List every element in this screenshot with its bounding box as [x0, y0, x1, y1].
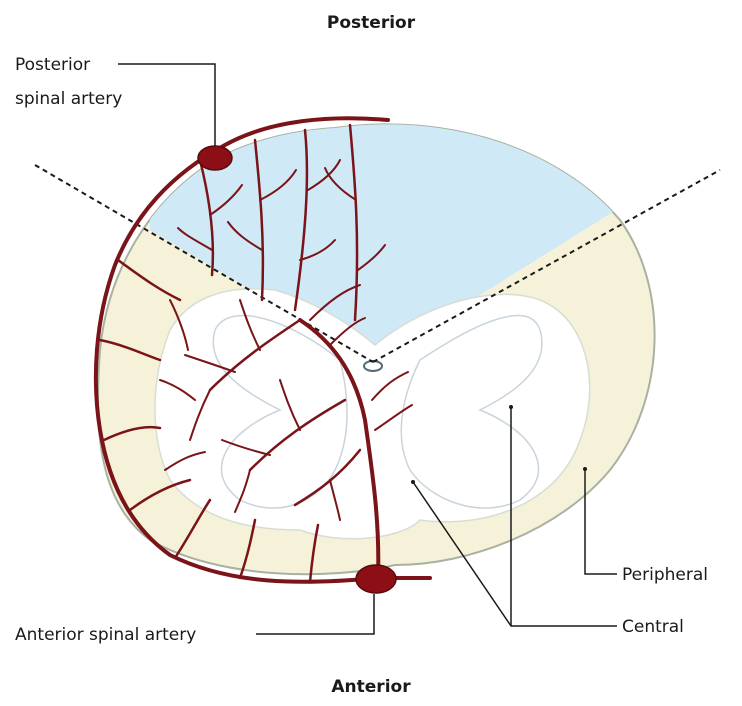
anterior-spinal-artery-node [356, 565, 396, 593]
anterior-label: Anterior [331, 677, 411, 697]
peripheral-label: Peripheral [622, 565, 708, 585]
posterior-spinal-artery-label-line1: Posterior [15, 55, 90, 75]
central-pointer-dot [509, 405, 513, 409]
peripheral-pointer-dot [583, 467, 587, 471]
posterior-spinal-artery-node [198, 146, 232, 170]
posterior-label: Posterior [327, 13, 416, 33]
posterior-spinal-artery-label-line2: spinal artery [15, 89, 122, 109]
anterior-spinal-artery-label: Anterior spinal artery [15, 625, 196, 645]
posterior-spinal-artery-leader [118, 64, 215, 146]
central-pointer-dot-2 [411, 480, 415, 484]
central-canal [364, 361, 382, 371]
anterior-spinal-artery-leader [256, 594, 374, 634]
central-label: Central [622, 617, 684, 637]
